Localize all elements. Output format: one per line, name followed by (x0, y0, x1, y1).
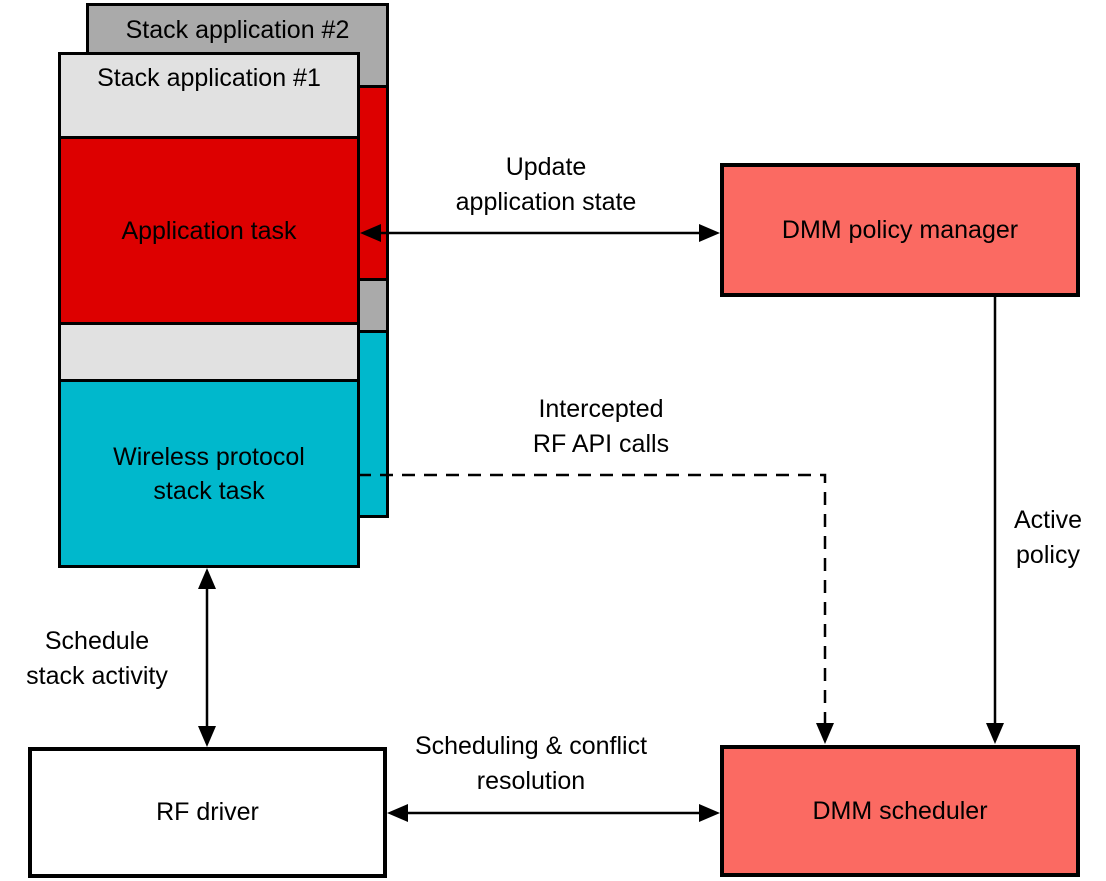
scheduling-conflict-resolution-label-line1: Scheduling & conflict (414, 732, 648, 760)
stack-application-1-title: Stack application #1 (61, 55, 357, 139)
scheduling-conflict-resolution-arrow (387, 804, 720, 822)
scheduling-conflict-resolution-label: Scheduling & conflict resolution (415, 729, 647, 799)
active-policy-label-line2: policy (1016, 541, 1080, 569)
active-policy-label-line1: Active (1013, 506, 1083, 534)
application-task-segment: Application task (61, 139, 357, 325)
dmm-policy-manager-label: DMM policy manager (781, 215, 1019, 244)
active-policy-arrow (986, 297, 1004, 744)
dmm-policy-manager-box: DMM policy manager (720, 163, 1080, 297)
active-policy-label: Active policy (1014, 503, 1082, 573)
update-application-state-arrow (360, 224, 720, 242)
rf-driver-label: RF driver (156, 798, 259, 826)
schedule-stack-activity-label: Schedule stack activity (26, 624, 168, 694)
rf-driver-box: RF driver (28, 747, 387, 878)
stack-application-1-box: Stack application #1 Application task Wi… (58, 52, 360, 568)
wireless-stack-task-label-line2: stack task (153, 476, 265, 505)
schedule-stack-activity-label-line1: Schedule (44, 627, 150, 655)
application-task-label: Application task (121, 216, 297, 245)
schedule-stack-activity-label-line2: stack activity (26, 662, 168, 690)
wireless-protocol-stack-task-segment: Wireless protocol stack task (61, 382, 357, 565)
dmm-scheduler-label: DMM scheduler (812, 796, 988, 825)
schedule-stack-activity-arrow (198, 568, 216, 747)
intercepted-rf-api-calls-arrow (358, 473, 834, 744)
scheduling-conflict-resolution-label-line2: resolution (476, 767, 586, 795)
intercepted-rf-api-calls-label-line1: Intercepted (538, 395, 664, 423)
intercepted-rf-api-calls-label: Intercepted RF API calls (533, 392, 669, 462)
stack-application-1-divider-segment (61, 325, 357, 382)
update-application-state-label-line2: application state (455, 188, 637, 216)
intercepted-rf-api-calls-label-line2: RF API calls (532, 430, 670, 458)
wireless-stack-task-label-line1: Wireless protocol (113, 442, 305, 471)
dmm-scheduler-box: DMM scheduler (720, 745, 1080, 877)
update-application-state-label-line1: Update (505, 153, 587, 181)
update-application-state-label: Update application state (456, 150, 637, 220)
